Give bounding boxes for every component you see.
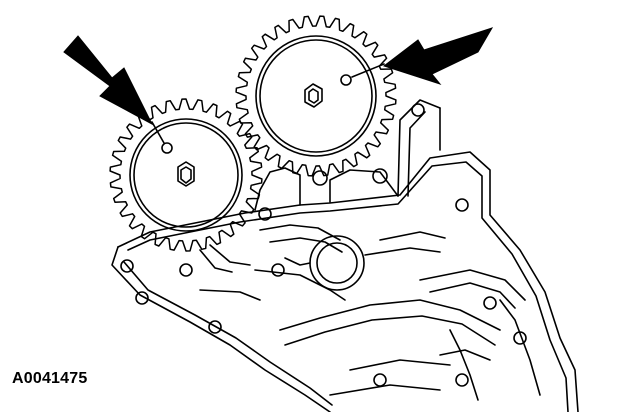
engine-block (111, 99, 579, 412)
right-arrow-pointer-icon (382, 27, 494, 85)
left-timing-mark (161, 142, 173, 154)
right-bolt (304, 83, 323, 108)
right-camshaft-gear (235, 15, 397, 177)
left-camshaft-gear (109, 98, 263, 252)
oil-seal (284, 235, 365, 291)
bolt-holes (120, 103, 527, 387)
left-arrow-pointer-icon (63, 35, 154, 126)
right-timing-mark (340, 74, 352, 86)
figure-id-label: A0041475 (12, 370, 88, 387)
left-bolt (177, 161, 195, 187)
